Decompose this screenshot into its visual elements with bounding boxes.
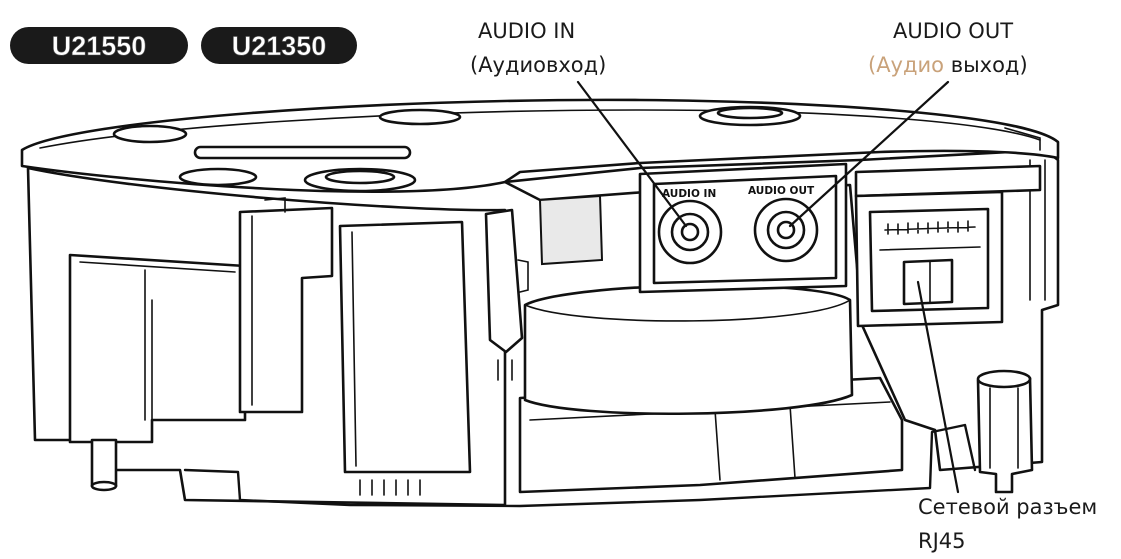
badge-label: U21550 [52,31,147,61]
base-vent [359,479,421,496]
leader-line [576,80,688,228]
left-recess [68,253,247,444]
leader-line [916,280,960,494]
top-plate-cable-guide [1004,127,1041,151]
middle-bracket [238,206,334,414]
top-screw-head [324,169,396,185]
callout-subtitle: (Аудиовход) [470,53,606,77]
left-recess-inner [79,261,236,421]
middle-bracket-edge [251,197,286,406]
callout-line2: RJ45 [918,529,966,553]
inner-cavity [538,194,604,266]
badge-label: U21350 [232,31,327,61]
callout-title: AUDIO OUT [893,19,1013,43]
top-screw-head [716,106,784,120]
left-leg [90,438,118,488]
clip-tab [484,208,524,354]
top-hole [178,167,258,187]
callout-network: Сетевой разъем RJ45 [916,280,1097,553]
model-badge-u21550: U21550 [10,27,188,64]
badge-pill [201,27,357,64]
right-post-ridge [989,387,1019,469]
side-panel-edge [351,231,357,467]
top-hole [112,124,188,144]
callout-audio-out: AUDIO OUT (Аудио выход) [788,19,1028,228]
model-badge-u21350: U21350 [201,27,357,64]
rj45-latch-detail [879,246,981,303]
device-label-audio-in: AUDIO IN [662,188,716,200]
callout-subtitle: (Аудио выход) [868,53,1028,77]
dome-housing [523,284,854,416]
clip-tab-slot [497,259,529,381]
device-label-audio-out: AUDIO OUT [748,185,815,197]
dome-housing-rim [524,299,851,322]
leader-line [788,80,950,228]
badge-pill [10,27,188,64]
side-panel [338,220,472,474]
rj45-section [854,164,1042,328]
left-leg-foot [90,480,118,492]
right-post [976,369,1034,494]
top-plate [20,98,1060,194]
right-post-body [976,376,1034,494]
callout-audio-in: AUDIO IN (Аудиовход) [470,19,688,228]
rj45-latch [902,258,954,306]
callout-title: AUDIO IN [478,19,575,43]
rj45-contacts [884,220,976,235]
callout-line1: Сетевой разъем [918,495,1097,519]
top-hole [378,108,462,126]
callout-subtitle-accent: (Аудио [868,53,944,77]
rj45-housing-top [854,164,1042,198]
top-slot [193,145,412,160]
audio-in-jack-hole [680,222,700,242]
audio-jack-panel: AUDIO IN AUDIO OUT [638,162,848,294]
right-post-cap [976,369,1032,389]
base-plate [183,423,977,508]
callout-subtitle-rest: выход) [944,53,1028,77]
